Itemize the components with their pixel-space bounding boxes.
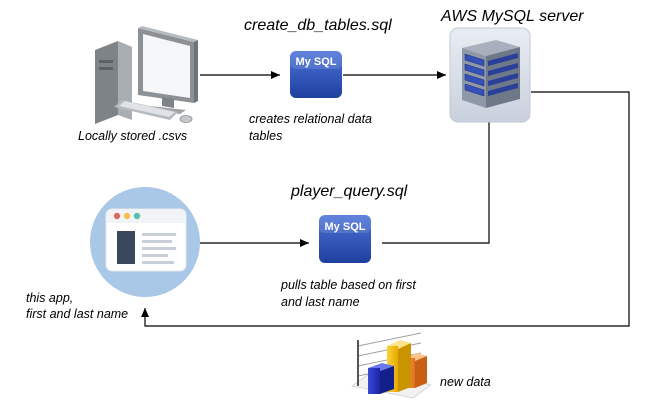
mysql-badge-icon: My SQL xyxy=(319,215,371,263)
mysql-badge-icon: My SQL xyxy=(290,51,342,98)
pulls-table-caption-line1: pulls table based on first xyxy=(281,278,416,292)
web-app-window-icon xyxy=(90,187,200,297)
bar-chart-icon xyxy=(351,332,432,399)
app-caption-line1: this app, xyxy=(26,291,74,305)
local-csvs-label: Locally stored .csvs xyxy=(78,129,188,143)
mysql-badge-text: My SQL xyxy=(296,56,337,68)
mysql-badge-text: My SQL xyxy=(325,221,366,233)
creates-tables-caption-line1: creates relational data xyxy=(249,112,372,126)
new-data-label: new data xyxy=(440,375,491,389)
aws-server-label: AWS MySQL server xyxy=(441,8,584,25)
player-query-filename-label: player_query.sql xyxy=(291,183,408,200)
creates-tables-caption-line2: tables xyxy=(249,129,283,143)
connector-server-to-player-sql xyxy=(382,120,490,244)
arrow-server-to-app xyxy=(141,91,630,327)
create-sql-filename-label: create_db_tables.sql xyxy=(244,17,392,34)
desktop-computer-icon xyxy=(95,26,198,124)
pulls-table-caption-line2: and last name xyxy=(281,295,360,309)
server-rack-icon xyxy=(449,27,531,123)
app-caption-line2: first and last name xyxy=(26,307,129,321)
